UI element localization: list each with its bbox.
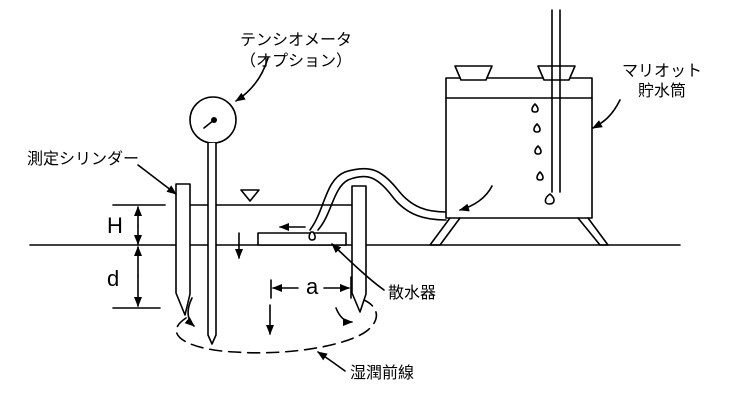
tank-stopper-left bbox=[454, 65, 493, 81]
hose-outer bbox=[309, 167, 447, 231]
tank-leg-left bbox=[429, 217, 461, 246]
label-sprinkler: 散水器 bbox=[388, 283, 436, 302]
sprinkler-box bbox=[257, 232, 347, 246]
label-cylinder: 測定シリンダー bbox=[27, 149, 139, 168]
label-mariotte-line2: 貯水筒 bbox=[638, 81, 686, 100]
wetting-curve-arrow-right bbox=[335, 307, 353, 326]
tank-stopper-right bbox=[537, 65, 576, 81]
label-wetting-front: 湿潤前線 bbox=[350, 363, 414, 382]
leader-mariotte bbox=[592, 99, 621, 129]
leader-wetting-front bbox=[317, 351, 346, 372]
bubble bbox=[531, 103, 539, 113]
wetting-curve-arrow-left bbox=[184, 297, 195, 327]
label-option: （オプション） bbox=[240, 51, 352, 70]
leader-sprinkler bbox=[331, 243, 385, 291]
tank-flow-arrow bbox=[459, 185, 493, 212]
label-mariotte-line1: マリオット bbox=[622, 61, 702, 80]
bubble bbox=[533, 123, 541, 133]
water-level-triangle bbox=[240, 189, 260, 202]
label-d: d bbox=[107, 266, 119, 291]
sprinkler-drop bbox=[308, 231, 316, 241]
bubble bbox=[536, 171, 544, 181]
bubble bbox=[534, 145, 542, 155]
label-tensiometer: テンシオメータ bbox=[240, 30, 352, 49]
label-H: H bbox=[107, 213, 123, 238]
hose-inner bbox=[317, 175, 447, 231]
bubble-at-tube-tip bbox=[544, 193, 555, 205]
tensiometer-needle bbox=[203, 119, 215, 129]
tank-leg-right bbox=[577, 217, 609, 246]
label-a: a bbox=[306, 274, 319, 299]
leader-cylinder bbox=[137, 164, 177, 195]
mariotte-tank bbox=[445, 77, 593, 219]
wetting-front-boundary bbox=[175, 299, 378, 354]
tensiometer-stem bbox=[207, 142, 217, 345]
cylinder-right-wall bbox=[351, 185, 367, 313]
cylinder-left-wall bbox=[175, 183, 191, 316]
leader-tensiometer bbox=[235, 57, 269, 102]
